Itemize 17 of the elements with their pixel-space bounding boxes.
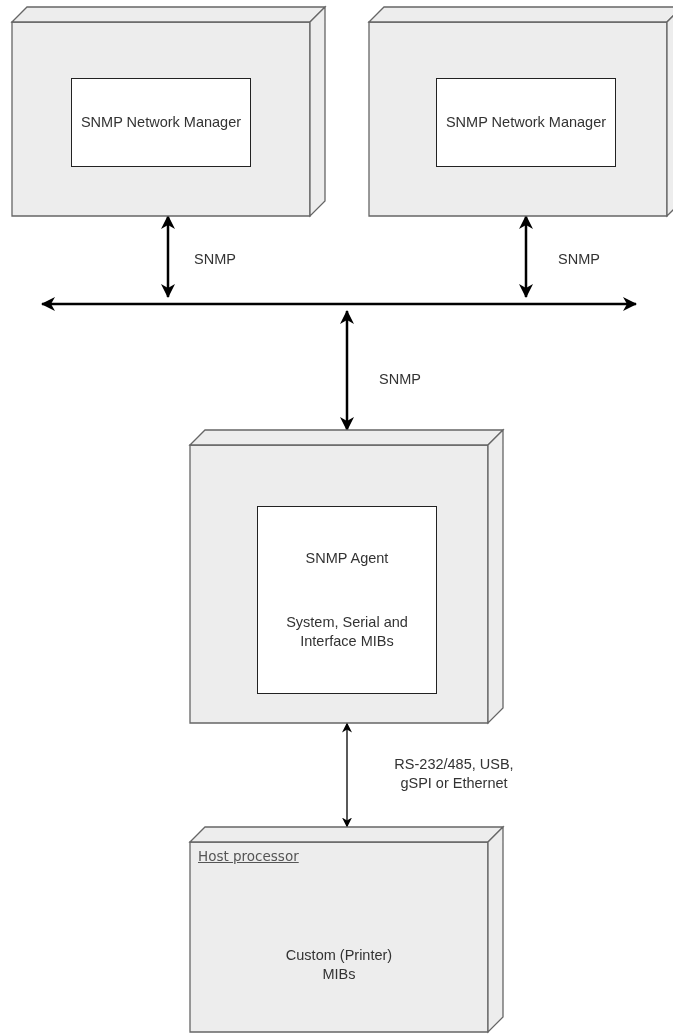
box-text: System, Serial and Interface MIBs: [285, 612, 409, 651]
edge-label: SNMP: [379, 370, 421, 389]
box-title: SNMP Network Manager: [445, 113, 607, 132]
device-heading: Host processor: [198, 848, 299, 864]
double-arrow: [519, 215, 533, 298]
edge-label: SNMP: [194, 250, 236, 269]
box-title: SNMP Network Manager: [80, 113, 242, 132]
double-arrow: [340, 310, 354, 431]
component-box: [436, 78, 616, 167]
double-arrow: [342, 722, 352, 828]
edge-label: SNMP: [558, 250, 600, 269]
double-arrow: [161, 215, 175, 298]
box-title: SNMP Agent: [305, 549, 389, 569]
component-box: [71, 78, 251, 167]
component-box: [257, 506, 437, 694]
device-text: Custom (Printer) MIBs: [284, 946, 394, 984]
edge-label: RS-232/485, USB, gSPI or Ethernet: [393, 755, 515, 793]
